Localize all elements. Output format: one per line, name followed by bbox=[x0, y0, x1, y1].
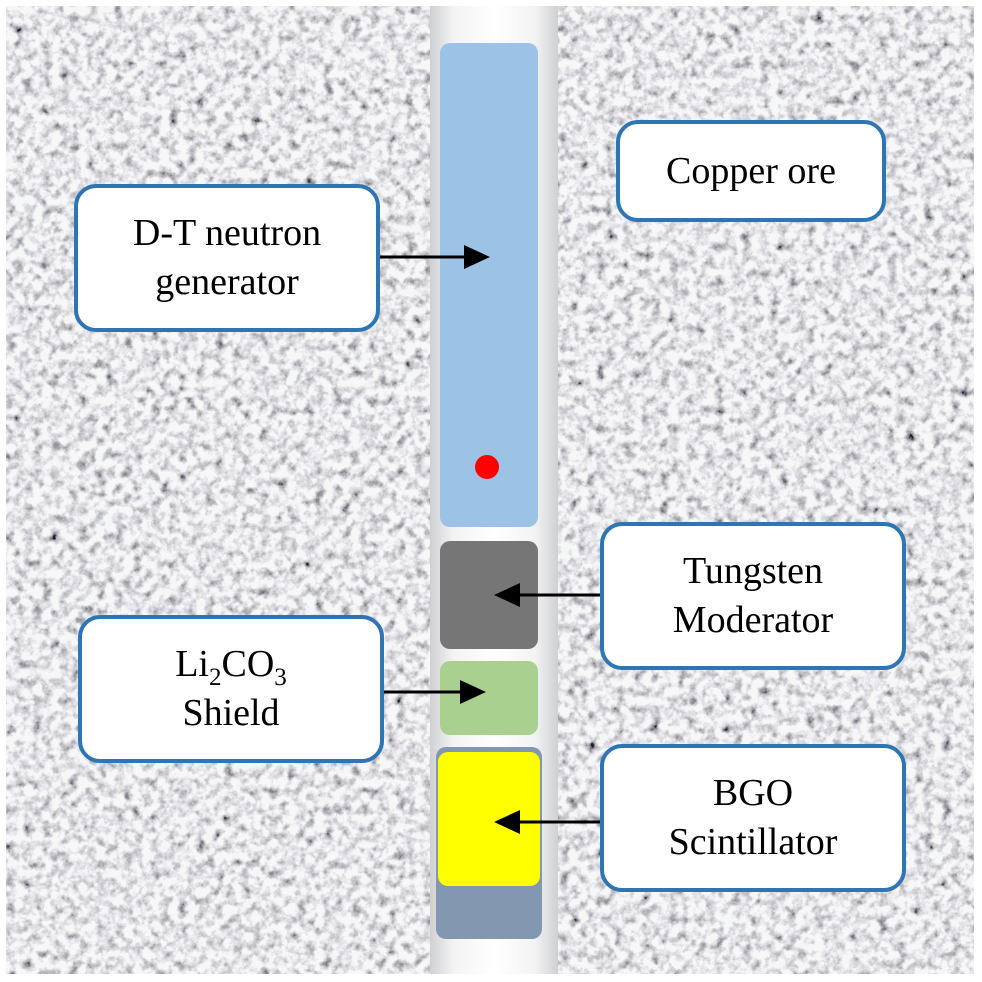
generator-label-line2: generator bbox=[155, 261, 299, 303]
shield-label-line2: Shield bbox=[182, 692, 280, 734]
moderator-label-line1: Tungsten bbox=[682, 550, 824, 593]
bgo-label-line2: Scintillator bbox=[668, 821, 838, 863]
callout-li2co3-shield: Li2CO3 Shield bbox=[78, 615, 384, 763]
shield-formula-sub2: 2 bbox=[208, 664, 222, 692]
moderator-label-line2: Moderator bbox=[672, 599, 834, 641]
tungsten-moderator-block bbox=[440, 541, 538, 649]
shield-formula-sub3: 3 bbox=[274, 664, 287, 692]
callout-neutron-generator: D-T neutron generator bbox=[74, 184, 380, 332]
shield-formula: Li2CO3 bbox=[175, 640, 287, 692]
generator-label-line1: D-T neutron bbox=[132, 212, 322, 255]
callout-bgo-scintillator: BGO Scintillator bbox=[600, 744, 906, 892]
callout-copper-ore: Copper ore bbox=[616, 120, 886, 222]
shield-formula-li: Li bbox=[175, 643, 209, 686]
callout-tungsten-moderator: Tungsten Moderator bbox=[600, 522, 906, 670]
shield-formula-co: CO bbox=[221, 643, 275, 686]
diagram-canvas: D-T neutron generator Copper ore Tungste… bbox=[6, 6, 974, 974]
li2co3-shield-block bbox=[440, 661, 538, 735]
bgo-scintillator-block bbox=[438, 752, 540, 886]
copper-ore-label: Copper ore bbox=[666, 149, 836, 192]
neutron-source-point bbox=[475, 455, 499, 479]
neutron-generator-tube bbox=[440, 43, 538, 527]
bgo-label-line1: BGO bbox=[712, 772, 794, 815]
